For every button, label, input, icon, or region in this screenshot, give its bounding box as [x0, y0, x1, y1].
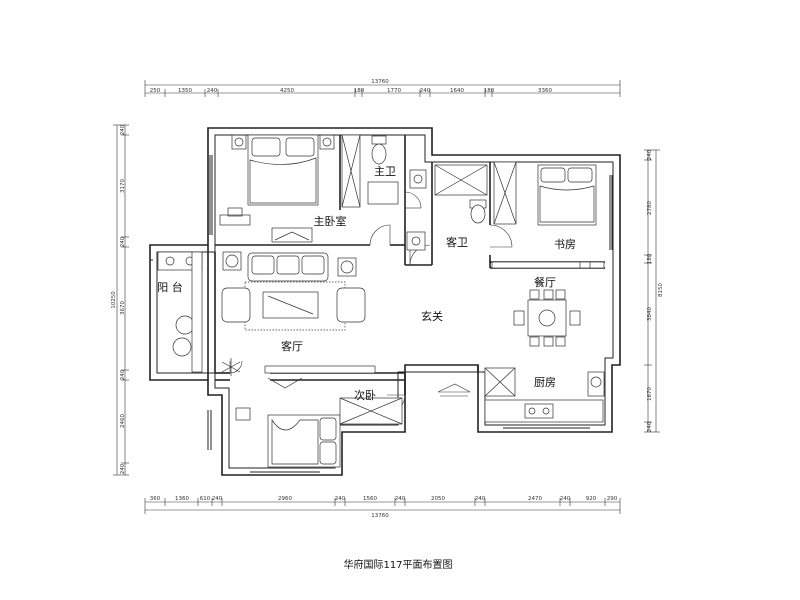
top-dim-seg-3: 4250 — [280, 88, 294, 94]
top-dim-seg-2: 240 — [207, 88, 218, 94]
bottom-dim-seg-3: 240 — [212, 496, 223, 502]
top-dim-seg-8: 180 — [484, 88, 495, 94]
study-bed-icon — [537, 164, 597, 226]
left-dim-seg-2: 240 — [120, 236, 126, 247]
top-dim-seg-0: 250 — [150, 88, 161, 94]
label-dining: 餐厅 — [534, 275, 556, 289]
label-second-bedroom: 次卧 — [354, 388, 376, 402]
right-dim-seg-4: 1670 — [647, 387, 653, 401]
bottom-dim-seg-2: 610 — [200, 496, 211, 502]
master-toilet-icon — [367, 135, 427, 205]
bottom-dim-seg-12: 920 — [586, 496, 597, 502]
label-study: 书房 — [554, 238, 576, 251]
bottom-dim-seg-6: 1560 — [363, 496, 377, 502]
top-dim-seg-4: 180 — [354, 88, 365, 94]
left-dimension-lines: 10250 240 3170 240 3670 240 2460 240 — [111, 124, 129, 476]
label-balcony: 阳 台 — [157, 280, 183, 294]
top-total-dimension: 13760 — [371, 79, 389, 85]
right-dim-seg-3: 3840 — [647, 307, 653, 321]
right-total-dimension: 8150 — [658, 283, 664, 297]
sideboard-icon — [491, 261, 605, 269]
guest-bath-fixtures-icon — [406, 164, 488, 251]
kitchen-fixtures-icon — [484, 367, 605, 423]
label-guest-bath: 客卫 — [446, 235, 468, 249]
left-dim-seg-6: 240 — [120, 463, 126, 474]
second-bed-icon — [235, 397, 403, 468]
right-dim-seg-0: 240 — [647, 149, 653, 160]
bottom-dim-seg-13: 290 — [607, 496, 618, 502]
bottom-dim-seg-11: 240 — [560, 496, 571, 502]
bottom-dim-seg-8: 2050 — [431, 496, 445, 502]
label-master-bath: 主卫 — [374, 165, 396, 178]
bottom-dim-seg-9: 240 — [475, 496, 486, 502]
desk-icon — [219, 207, 313, 243]
bottom-dim-seg-7: 240 — [395, 496, 406, 502]
bottom-dimension-lines: 360 1360 610 240 2960 240 1560 240 2050 … — [144, 496, 621, 519]
top-dim-seg-9: 3360 — [538, 88, 552, 94]
right-dim-seg-5: 240 — [647, 421, 653, 432]
tv-cabinet-icon — [264, 365, 376, 389]
top-dimension-lines: 13760 250 1350 240 4250 180 1770 240 164… — [144, 79, 621, 97]
bottom-total-dimension: 13760 — [371, 513, 389, 519]
drawing-title: 华府国际117平面布置图 — [343, 558, 452, 571]
label-living: 客厅 — [281, 339, 303, 353]
top-dim-seg-1: 1350 — [178, 88, 192, 94]
room-labels: 主卧室 主卫 客卫 书房 餐厅 阳 台 玄关 客厅 厨房 次卧 — [157, 165, 576, 402]
top-dim-seg-7: 1640 — [450, 88, 464, 94]
dining-table-icon — [513, 289, 581, 347]
left-dim-seg-3: 3670 — [120, 301, 126, 315]
sofa-icon — [222, 251, 357, 282]
bottom-dim-seg-4: 2960 — [278, 496, 292, 502]
bottom-dim-seg-5: 240 — [335, 496, 346, 502]
top-dim-seg-6: 240 — [420, 88, 431, 94]
left-dim-seg-5: 2460 — [120, 414, 126, 428]
left-dim-seg-4: 240 — [120, 369, 126, 380]
label-kitchen: 厨房 — [534, 376, 556, 389]
label-master-bedroom: 主卧室 — [314, 214, 347, 228]
right-dim-seg-1: 2780 — [647, 201, 653, 215]
master-bed-icon — [231, 134, 335, 206]
bottom-dim-seg-1: 1360 — [175, 496, 189, 502]
label-foyer: 玄关 — [421, 309, 443, 323]
balcony-furniture-icon — [157, 251, 203, 373]
plant-icon — [221, 358, 241, 376]
wardrobe-icon — [341, 134, 517, 225]
bottom-dim-seg-0: 360 — [150, 496, 161, 502]
rug-coffee-table-icon — [221, 281, 366, 331]
bottom-dim-seg-10: 2470 — [528, 496, 542, 502]
left-dim-seg-1: 3170 — [120, 179, 126, 193]
right-dim-seg-2: 180 — [647, 253, 653, 264]
right-dimension-lines: 8150 240 2780 180 3840 1670 240 — [644, 149, 664, 433]
left-total-dimension: 10250 — [111, 291, 117, 309]
left-dim-seg-0: 240 — [120, 124, 126, 135]
top-dim-seg-5: 1770 — [387, 88, 401, 94]
